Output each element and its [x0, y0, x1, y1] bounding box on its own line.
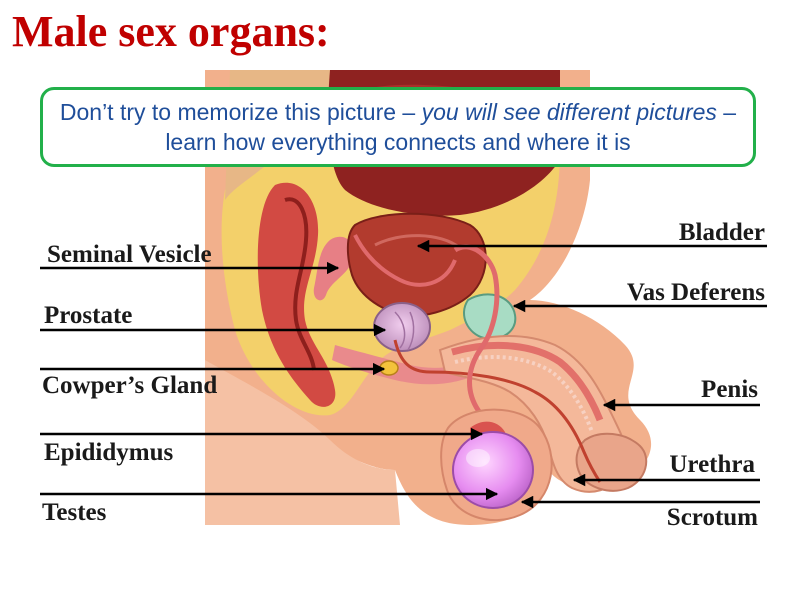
bladder-shape [346, 212, 487, 317]
label-seminal-vesicle: Seminal Vesicle [47, 241, 212, 268]
prostate-lobes [394, 311, 415, 351]
label-epididymus: Epididymus [44, 439, 174, 466]
label-vas-deferens: Vas Deferens [626, 279, 765, 306]
label-urethra: Urethra [669, 451, 755, 478]
label-scrotum: Scrotum [666, 504, 758, 531]
leader-lines [40, 239, 767, 509]
vas-deferens-upper [353, 234, 457, 287]
bladder-fold [374, 234, 461, 250]
label-testes: Testes [42, 499, 107, 526]
glans [575, 432, 648, 492]
corpus-texture [454, 355, 594, 433]
label-bladder: Bladder [678, 219, 765, 246]
urethra-path [393, 339, 602, 483]
label-cowpers-gland: Cowper’s Gland [42, 372, 218, 399]
testis-highlight [466, 449, 490, 467]
note-text-1: Don’t try to memorize this picture – [59, 99, 422, 125]
label-prostate: Prostate [44, 302, 133, 329]
testis-shape [452, 431, 534, 509]
note-text-2: – learn how everything connects and wher… [165, 99, 737, 155]
corpus-cavernosum [451, 341, 604, 422]
note-text-emphasis: you will see different pictures [421, 99, 717, 125]
label-penis: Penis [701, 376, 758, 403]
leg-shade [205, 360, 400, 525]
pelvic-muscle [332, 345, 470, 385]
slide-title: Male sex organs: [12, 7, 330, 56]
rectum-lumen [284, 197, 316, 371]
instruction-note: Don’t try to memorize this picture – you… [40, 87, 756, 167]
